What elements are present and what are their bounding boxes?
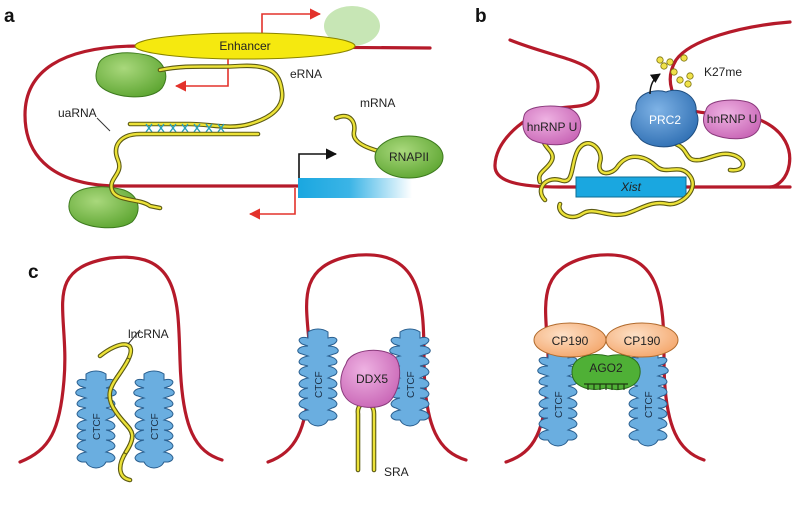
mrna-label: mRNA xyxy=(360,96,395,110)
panel-c: c CTCF CTCF lncRNA CTCF CTCF DDX5 SRA xyxy=(18,253,706,483)
sra-label: SRA xyxy=(384,465,409,479)
lncrna-label: lncRNA xyxy=(128,327,169,341)
xist-gene xyxy=(575,176,687,198)
gene-body xyxy=(298,178,412,198)
hnrnpu-left-label: hnRNP U xyxy=(527,120,577,134)
xist-label: Xist xyxy=(620,180,642,194)
rnapii-label: RNAPII xyxy=(389,150,429,164)
promoter-antisense-arrow xyxy=(248,188,296,220)
green-protein-left-bottom xyxy=(68,186,139,229)
cp190-right xyxy=(605,322,679,358)
uarna-leader xyxy=(96,117,111,132)
k27me-arrow xyxy=(649,73,661,95)
ctcf-label-4: CTCF xyxy=(406,371,417,398)
rnapii xyxy=(374,135,444,179)
tss-arrow xyxy=(298,148,338,178)
enhancer xyxy=(134,32,356,60)
lncrna-front xyxy=(107,357,135,455)
hnrnpu-right-label: hnRNP U xyxy=(707,112,757,126)
base-pairs xyxy=(145,123,225,133)
erna xyxy=(127,63,285,129)
ago2-label: AGO2 xyxy=(589,361,623,375)
xist-rna xyxy=(536,131,746,220)
cp190-right-label: CP190 xyxy=(624,334,661,348)
enhancer-down-arrow xyxy=(174,52,229,92)
green-protein-left-top xyxy=(95,52,167,98)
loop1-dna xyxy=(18,255,224,464)
prc2-label: PRC2 xyxy=(649,113,681,127)
ddx5 xyxy=(340,349,401,408)
ago2 xyxy=(571,354,641,390)
uarna xyxy=(109,131,261,211)
cp190-left-label: CP190 xyxy=(552,334,589,348)
lncrna-leader xyxy=(127,329,141,345)
ctcf-label-2: CTCF xyxy=(150,413,161,440)
prc2 xyxy=(630,89,699,148)
panel-a-letter: a xyxy=(4,6,15,27)
panel-c-letter: c xyxy=(28,262,39,283)
ddx5-label: DDX5 xyxy=(356,372,388,386)
hnrnpu-right xyxy=(703,99,762,140)
k27me-marks xyxy=(656,54,694,88)
ctcf-label-5: CTCF xyxy=(554,391,565,418)
uarna-label: uaRNA xyxy=(58,106,97,120)
ctcf-label-6: CTCF xyxy=(644,391,655,418)
hnrnpu-left xyxy=(522,105,582,146)
enhancer-label: Enhancer xyxy=(219,39,270,53)
panel-a: a Enhancer eRNA xyxy=(4,6,444,229)
ctcf-label-3: CTCF xyxy=(314,371,325,398)
panel-a-dna xyxy=(23,44,432,188)
mrna xyxy=(333,113,385,155)
erna-label: eRNA xyxy=(290,67,322,81)
ctcf-label-1: CTCF xyxy=(92,413,103,440)
sra-rna xyxy=(355,400,377,473)
faded-green-protein xyxy=(324,6,380,46)
k27me-label: K27me xyxy=(704,65,742,79)
panel-b-letter: b xyxy=(475,6,487,27)
ago2-small-rna xyxy=(584,383,628,390)
panel-b: b Xist hnRNP U PRC2 hnRNP U xyxy=(475,6,792,220)
